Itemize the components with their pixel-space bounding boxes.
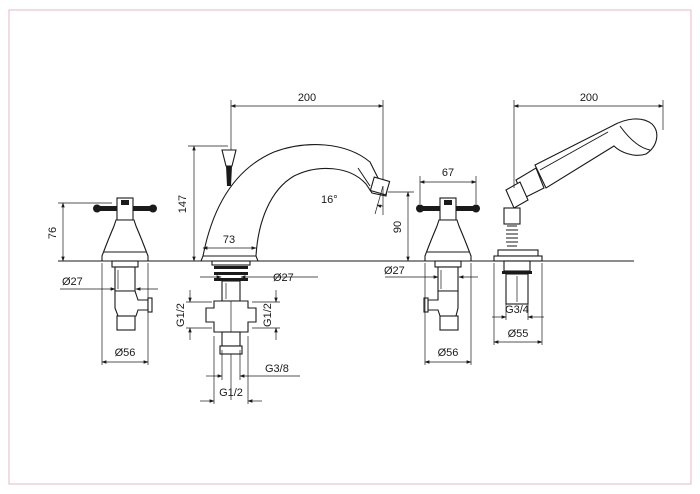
spout-shank	[221, 280, 241, 302]
spout-lever-stem	[226, 166, 232, 186]
shower-swivel	[505, 181, 529, 209]
left-nut	[111, 260, 139, 268]
shower-holder-top	[497, 249, 539, 257]
right-elbow-end	[439, 315, 459, 331]
left-elbow-end	[116, 315, 136, 331]
left-handle-arm-right	[132, 206, 152, 211]
right-valve	[416, 197, 480, 331]
page-frame	[8, 9, 692, 485]
right-elbow-nut	[423, 297, 429, 313]
spout-washer-3	[214, 272, 248, 275]
shower-holder-base	[493, 255, 543, 262]
dim-side-thread-right: G1/2	[262, 303, 274, 327]
spout	[200, 144, 391, 262]
angle-line	[374, 185, 384, 215]
dim-spout-reach: 200	[298, 92, 316, 104]
left-elbow-nut	[147, 297, 153, 313]
spout-outlet-nut	[219, 345, 243, 355]
right-handle-arm-right	[455, 206, 475, 211]
spout-washer-1	[211, 260, 251, 266]
dim-spout-outlet: 90	[392, 221, 404, 233]
dim-spout-angle: 16°	[321, 194, 338, 206]
shower-hose-thread	[506, 225, 518, 247]
dim-left-base-dia: Ø56	[115, 347, 136, 359]
dim-shower-base-dia: Ø55	[508, 328, 529, 340]
dim-right-base-dia: Ø56	[438, 347, 459, 359]
right-nut	[434, 260, 462, 268]
angle-arc	[376, 204, 384, 209]
spout-base	[200, 255, 259, 262]
left-handle-knob-right	[149, 204, 157, 213]
shower-handle	[534, 118, 658, 189]
dim-right-pipe-dia: Ø27	[384, 265, 405, 277]
dim-left-pipe-dia: Ø27	[62, 276, 83, 288]
spout-washer-4	[214, 278, 248, 281]
shower-head-face	[619, 125, 651, 151]
spout-outlet-pipe	[221, 331, 241, 347]
dim-spout-base: 73	[223, 234, 235, 246]
dim-bottom-thread: G1/2	[219, 387, 243, 399]
right-handle-knob-right	[472, 204, 480, 213]
dim-valve-height: 76	[47, 227, 59, 239]
shower-handle-inner	[539, 131, 609, 171]
right-valve-body	[424, 219, 472, 262]
dim-spout-pipe-dia: Ø27	[273, 272, 294, 284]
left-handle-cap	[121, 200, 129, 205]
right-handle-knob-left	[416, 204, 424, 213]
spout-aerator	[369, 176, 391, 196]
shower-hose-nut	[503, 207, 521, 225]
left-valve-body	[101, 219, 149, 262]
spout-lever	[221, 149, 237, 167]
spout-washer-2	[214, 266, 248, 269]
dim-shower-thread: G3/4	[505, 304, 529, 316]
left-handle-knob-left	[93, 204, 101, 213]
dim-shower-reach: 200	[580, 92, 598, 104]
spout-tip-line	[357, 167, 371, 187]
dim-outlet-thread: G3/8	[265, 363, 289, 375]
shower-nut	[503, 260, 531, 272]
hand-shower	[493, 118, 658, 305]
dim-side-thread-left: G1/2	[175, 303, 187, 327]
right-handle-arm-left	[421, 206, 441, 211]
right-elbow	[427, 290, 459, 317]
dim-spout-height: 147	[177, 195, 189, 213]
right-handle-cap	[444, 200, 452, 205]
shower-washer	[502, 271, 532, 274]
left-handle-arm-left	[98, 206, 118, 211]
left-valve	[93, 197, 157, 331]
dim-handle-span: 67	[442, 167, 454, 179]
spout-tailpiece	[205, 260, 257, 400]
left-elbow	[114, 290, 149, 317]
